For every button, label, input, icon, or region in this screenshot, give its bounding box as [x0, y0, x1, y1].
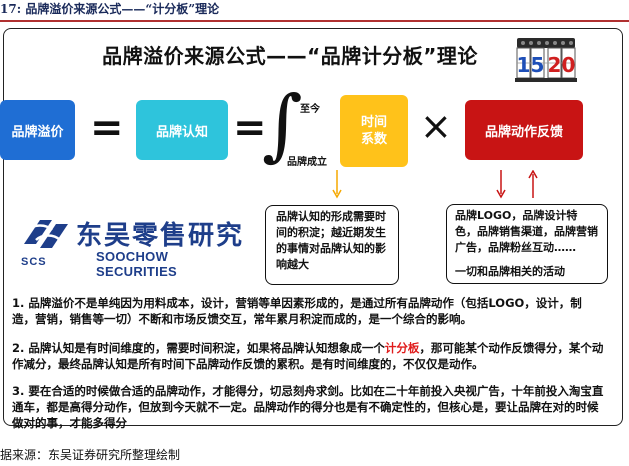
logo-chinese-name: 东吴零售研究 — [76, 221, 245, 251]
scoreboard-digit-2: 5 — [531, 53, 545, 77]
action-up-arrow-icon — [528, 170, 538, 198]
scoreboard-digit-3: 2 — [548, 53, 562, 77]
action-explanation-text: 品牌LOGO，品牌设计特色，品牌销售渠道，品牌营销广告，品牌粉丝互动…… — [455, 209, 598, 254]
figure-number: 17: — [0, 2, 22, 16]
action-explanation-note: 品牌LOGO，品牌设计特色，品牌销售渠道，品牌营销广告，品牌粉丝互动…… 一切和… — [446, 204, 608, 284]
source-note: 据来源：东吴证券研究所整理绘制 — [0, 448, 181, 462]
logo-abbreviation: SCS — [21, 256, 47, 268]
company-logo: SCS 东吴零售研究 SOOCHOW SECURITIES — [18, 212, 248, 279]
paragraph-2-start: 2. 品牌认知是有时间维度的，需要时间积淀，如果将品牌认知想象成一个 — [12, 341, 385, 355]
time-coefficient-label-line2: 系数 — [360, 132, 387, 147]
equals-sign-2: = — [233, 105, 267, 151]
figure-caption-text: 品牌溢价来源公式——“计分板”理论 — [25, 2, 220, 16]
scoreboard-icon: 1 5 2 0 — [515, 38, 577, 82]
time-down-arrow-icon — [332, 170, 342, 199]
brand-premium-box: 品牌溢价 — [0, 100, 75, 160]
brand-premium-label: 品牌溢价 — [11, 124, 64, 140]
action-down-arrow-icon — [496, 170, 506, 199]
integral-upper-bound: 至今 — [300, 104, 320, 115]
brand-action-box: 品牌动作反馈 — [465, 100, 583, 160]
soochow-emblem-icon — [24, 220, 68, 248]
paragraph-2-end: ，那可能某个动作反馈得分，某个动作减分，最终品牌认知是所有时间下品牌动作反馈的累… — [12, 341, 604, 371]
paragraph-1: 1. 品牌溢价不是单纯因为用料成本，设计，营销等单因素形成的，是通过所有品牌动作… — [12, 296, 582, 326]
multiply-sign: × — [420, 104, 452, 148]
brand-action-label: 品牌动作反馈 — [484, 124, 563, 140]
diagram-title: 品牌溢价来源公式——“品牌计分板”理论 — [102, 44, 478, 68]
time-coefficient-box: 时间 系数 — [340, 95, 408, 167]
scoreboard-digit-4: 0 — [562, 53, 576, 77]
scoreboard-digit-1: 1 — [517, 53, 531, 77]
integral-lower-bound: 品牌成立 — [287, 157, 327, 168]
diagram-frame — [3, 28, 623, 426]
brand-cognition-label: 品牌认知 — [155, 124, 208, 140]
equals-sign: = — [90, 105, 124, 151]
scoreboard-highlight: 计分板 — [384, 341, 420, 355]
caption-divider — [0, 20, 629, 22]
action-explanation-summary: 一切和品牌相关的活动 — [455, 265, 565, 278]
logo-english-name: SOOCHOW SECURITIES — [96, 249, 178, 279]
time-coefficient-label-line1: 时间 — [360, 115, 387, 130]
integral-sign: ∫ — [262, 80, 303, 170]
figure-caption: 17: 品牌溢价来源公式——“计分板”理论 — [0, 0, 629, 20]
paragraph-2: 2. 品牌认知是有时间维度的，需要时间积淀，如果将品牌认知想象成一个计分板，那可… — [12, 340, 604, 372]
paragraph-3: 3. 要在合适的时候做合适的品牌动作，才能得分，切忌刻舟求剑。比如在二十年前投入… — [12, 384, 604, 430]
time-explanation-note: 品牌认知的形成需要时间的积淀；越近期发生的事情对品牌认知的影响越大 — [265, 205, 399, 285]
brand-cognition-box: 品牌认知 — [136, 100, 228, 160]
time-explanation-text: 品牌认知的形成需要时间的积淀；越近期发生的事情对品牌认知的影响越大 — [276, 210, 386, 271]
